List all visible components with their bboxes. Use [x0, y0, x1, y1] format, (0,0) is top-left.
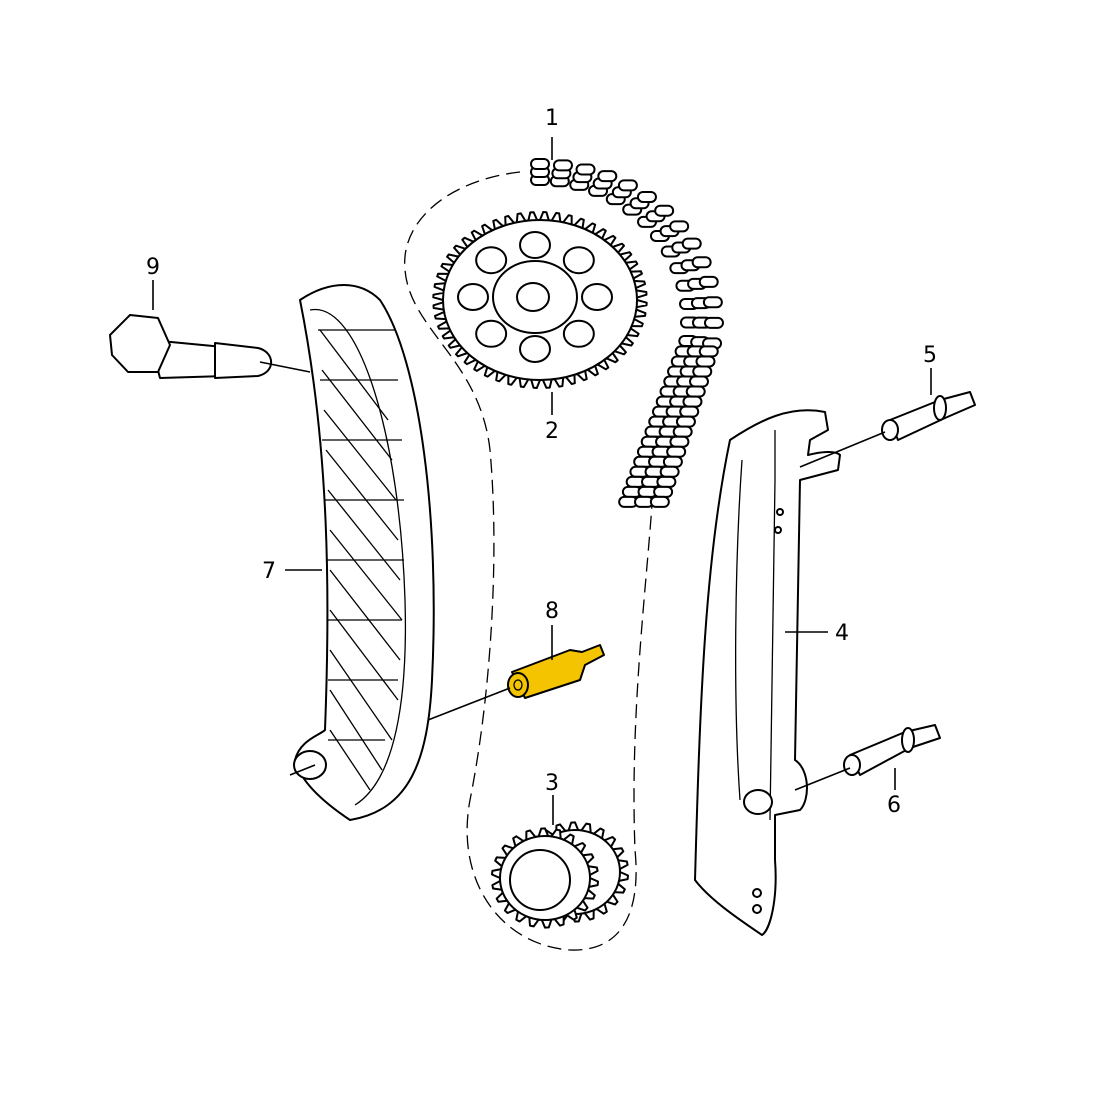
- chain-link: [662, 455, 683, 468]
- sprocket-hole: [457, 283, 489, 311]
- label-7: 7: [262, 559, 276, 584]
- label-1: 1: [545, 106, 559, 131]
- chain-link: [681, 237, 702, 250]
- sprocket-hole: [475, 246, 508, 275]
- chain-path-dashed: [404, 171, 653, 951]
- chain-link: [698, 275, 719, 288]
- chain-link: [659, 465, 680, 478]
- tensioner-rail[interactable]: [293, 284, 435, 821]
- chain-link: [675, 415, 696, 428]
- sprocket-hole: [519, 335, 551, 363]
- chain-link: [679, 405, 700, 418]
- chain-link: [698, 345, 719, 358]
- chain-link: [597, 170, 618, 183]
- camshaft-sprocket[interactable]: [432, 211, 648, 389]
- chain-link: [649, 495, 670, 508]
- chain-link: [669, 220, 690, 233]
- chain-link: [702, 296, 723, 309]
- bolt-9[interactable]: [109, 314, 273, 379]
- label-2: 2: [545, 419, 559, 444]
- chain-link: [666, 445, 687, 458]
- sprocket-hole: [562, 246, 595, 275]
- chain-link: [636, 190, 657, 203]
- sprocket-hole: [519, 231, 551, 259]
- chain-link: [703, 316, 724, 329]
- chain-link: [654, 204, 675, 217]
- chain-link: [669, 435, 690, 448]
- bolt-8-highlighted[interactable]: [507, 644, 605, 699]
- chain-link: [695, 355, 716, 368]
- label-9: 9: [146, 255, 160, 280]
- chain-link: [688, 375, 709, 388]
- leader-lines: [152, 137, 932, 825]
- chain-link: [575, 163, 596, 176]
- chain-link: [653, 485, 674, 498]
- bolt-6[interactable]: [843, 724, 941, 776]
- sprocket-hole: [475, 319, 508, 348]
- chain-link: [617, 179, 638, 192]
- chain-link: [685, 385, 706, 398]
- label-8: 8: [545, 599, 559, 624]
- chain-link: [530, 158, 550, 170]
- label-6: 6: [887, 793, 901, 818]
- sprocket-hole: [562, 319, 595, 348]
- chain-link: [682, 395, 703, 408]
- label-5: 5: [923, 343, 937, 368]
- chain-link: [672, 425, 693, 438]
- timing-chain[interactable]: [530, 158, 724, 508]
- crankshaft-sprocket[interactable]: [491, 821, 629, 929]
- chain-link: [552, 159, 573, 172]
- chain-link: [656, 475, 677, 488]
- chain-link: [691, 256, 712, 269]
- guide-rail[interactable]: [694, 409, 841, 936]
- chain-link: [692, 365, 713, 378]
- label-4: 4: [835, 621, 849, 646]
- sprocket-hole: [581, 283, 613, 311]
- label-3: 3: [545, 771, 559, 796]
- bolt-5[interactable]: [881, 391, 976, 441]
